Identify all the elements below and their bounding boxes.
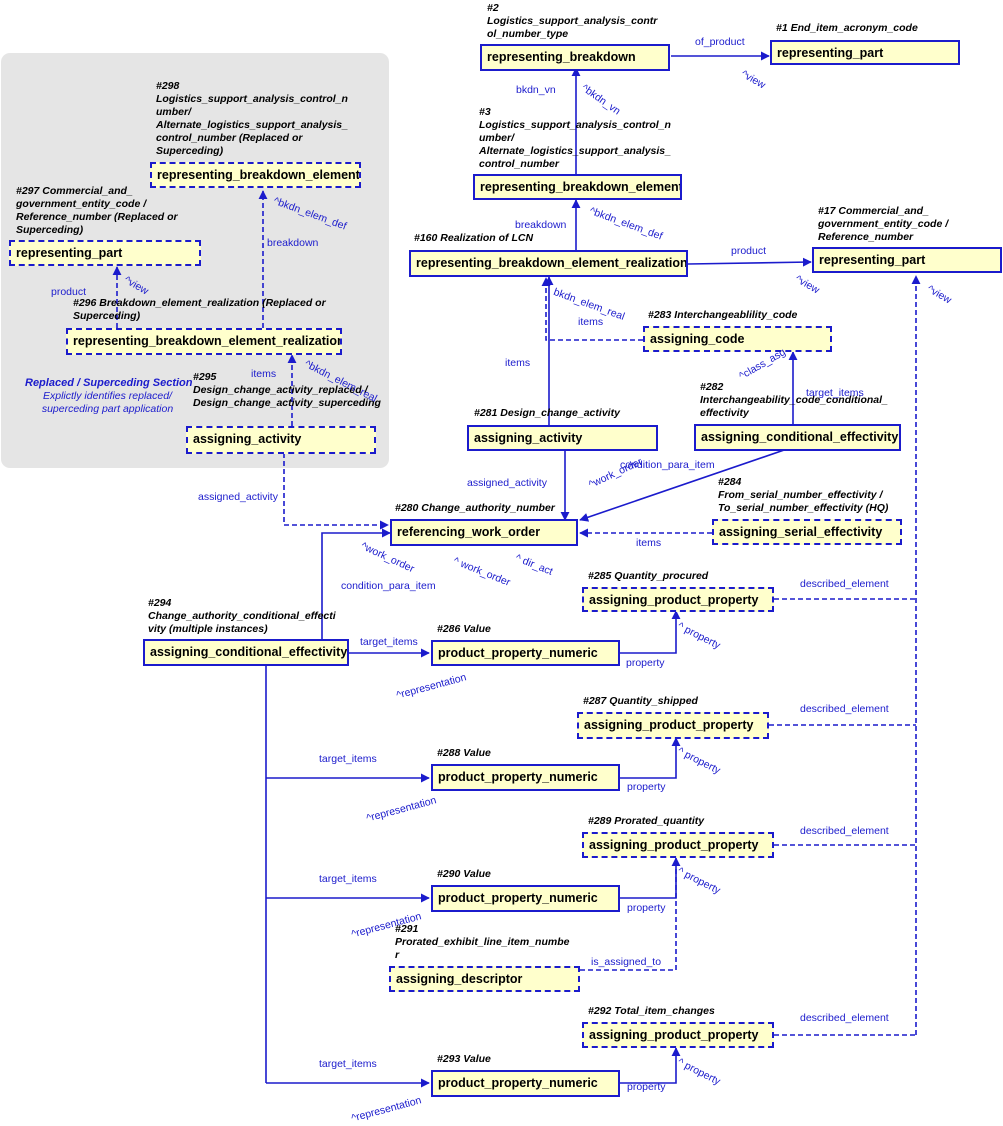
note-e296: #296 Breakdown_element_realization (Repl… — [73, 297, 326, 322]
rel-label: items — [505, 357, 531, 369]
entity-e295: assigning_activity — [186, 426, 376, 454]
rel-label: property — [627, 781, 666, 793]
note-e160: #160 Realization of LCN — [414, 232, 534, 244]
rel-label: described_element — [800, 703, 889, 715]
rel-label: condition_para_item — [620, 459, 715, 471]
entity-e286: product_property_numeric — [431, 640, 620, 666]
entity-e281: assigning_activity — [467, 425, 658, 451]
note-e1: #1 End_item_acronym_code — [776, 22, 918, 34]
entity-e290: product_property_numeric — [431, 885, 620, 912]
section-description: Explictly identifies replaced/ supercedi… — [41, 390, 174, 415]
line-e282-e280 — [579, 447, 791, 522]
rel-label: target_items — [360, 636, 418, 648]
line-e293-e292 — [620, 1047, 681, 1084]
note-e287: #287 Quantity_shipped — [583, 695, 698, 707]
rel-label: breakdown — [515, 219, 567, 231]
entity-e287: assigning_product_property — [577, 712, 769, 739]
rel-label: assigned_activity — [198, 491, 278, 503]
rel-label: breakdown — [267, 237, 319, 249]
entity-e1: representing_part — [770, 40, 960, 65]
entity-e280: referencing_work_order — [390, 519, 578, 546]
note-e298: #298 Logistics_support_analysis_control_… — [156, 80, 348, 157]
entity-e283: assigning_code — [643, 326, 832, 352]
note-e17: #17 Commercial_and_ government_entity_co… — [818, 205, 949, 243]
entity-e2: representing_breakdown — [480, 44, 670, 71]
entity-e160: representing_breakdown_element_realizati… — [409, 250, 688, 277]
line-e160-e17 — [687, 257, 812, 267]
line-e288-e287 — [620, 737, 681, 779]
line-e295-e280 — [283, 453, 389, 530]
rel-label: of_product — [695, 36, 745, 48]
note-e282: #282 Interchangeability_code_conditional… — [700, 381, 888, 419]
note-e289: #289 Prorated_quantity — [588, 815, 705, 827]
rel-label: target_items — [319, 873, 377, 885]
rel-label: items — [251, 368, 277, 380]
rel-label: property — [627, 902, 666, 914]
note-e295: #295 Design_change_activity_replaced / D… — [193, 371, 381, 409]
entity-e289: assigning_product_property — [582, 832, 774, 858]
note-e294: #294 Change_authority_conditional_effect… — [148, 597, 336, 635]
note-e286: #286 Value — [437, 623, 491, 635]
entity-e297: representing_part — [9, 240, 201, 266]
note-e2: #2 Logistics_support_analysis_contr ol_n… — [487, 2, 658, 40]
line-e290-e289 — [620, 857, 681, 899]
note-e291: #291 Prorated_exhibit_line_item_numbe r — [395, 923, 570, 961]
entity-e285: assigning_product_property — [582, 587, 774, 612]
entity-e284: assigning_serial_effectivity — [712, 519, 902, 545]
note-e288: #288 Value — [437, 747, 491, 759]
note-e280: #280 Change_authority_number — [395, 502, 555, 514]
rel-label: target_items — [319, 1058, 377, 1070]
entity-e17: representing_part — [812, 247, 1002, 273]
rel-label: property — [627, 1081, 666, 1093]
entity-e294: assigning_conditional_effectivity — [143, 639, 349, 666]
line-e294-e280 — [321, 528, 391, 640]
line-e283-e160 — [541, 277, 643, 341]
entity-e296: representing_breakdown_element_realizati… — [66, 328, 342, 355]
rel-label: described_element — [800, 1012, 889, 1024]
line-e286-e285 — [620, 610, 681, 654]
section-title: Replaced / Superceding Section — [25, 377, 193, 389]
rel-label: condition_para_item — [341, 580, 436, 592]
rel-label: target_items — [319, 753, 377, 765]
rel-label: product — [51, 286, 87, 298]
rel-label: target_items — [806, 387, 864, 399]
note-e293: #293 Value — [437, 1053, 491, 1065]
rel-label: property — [626, 657, 665, 669]
entity-e291: assigning_descriptor — [389, 966, 580, 992]
rel-label: bkdn_vn — [516, 84, 556, 96]
note-e283: #283 Interchangeablility_code — [648, 309, 798, 321]
line-e291-e289 — [580, 858, 677, 971]
rel-label: assigned_activity — [467, 477, 547, 489]
entity-e292: assigning_product_property — [582, 1022, 774, 1048]
entity-e288: product_property_numeric — [431, 764, 620, 791]
rel-label: described_element — [800, 825, 889, 837]
note-e290: #290 Value — [437, 868, 491, 880]
entity-e3: representing_breakdown_element — [473, 174, 682, 200]
note-e285: #285 Quantity_procured — [588, 570, 709, 582]
rel-label: items — [636, 537, 662, 549]
rel-label: items — [578, 316, 604, 328]
rel-label: described_element — [800, 578, 889, 590]
rel-label: is_assigned_to — [591, 956, 662, 968]
note-e292: #292 Total_item_changes — [588, 1005, 715, 1017]
note-e297: #297 Commercial_and_ government_entity_c… — [16, 185, 178, 236]
rel-label: product — [731, 245, 767, 257]
note-e3: #3 Logistics_support_analysis_control_n … — [479, 106, 671, 170]
entity-e298: representing_breakdown_element — [150, 162, 361, 188]
entity-e282: assigning_conditional_effectivity — [694, 424, 901, 451]
note-e284: #284 From_serial_number_effectivity / To… — [718, 476, 889, 514]
entity-e293: product_property_numeric — [431, 1070, 620, 1097]
note-e281: #281 Design_change_activity — [474, 407, 620, 419]
